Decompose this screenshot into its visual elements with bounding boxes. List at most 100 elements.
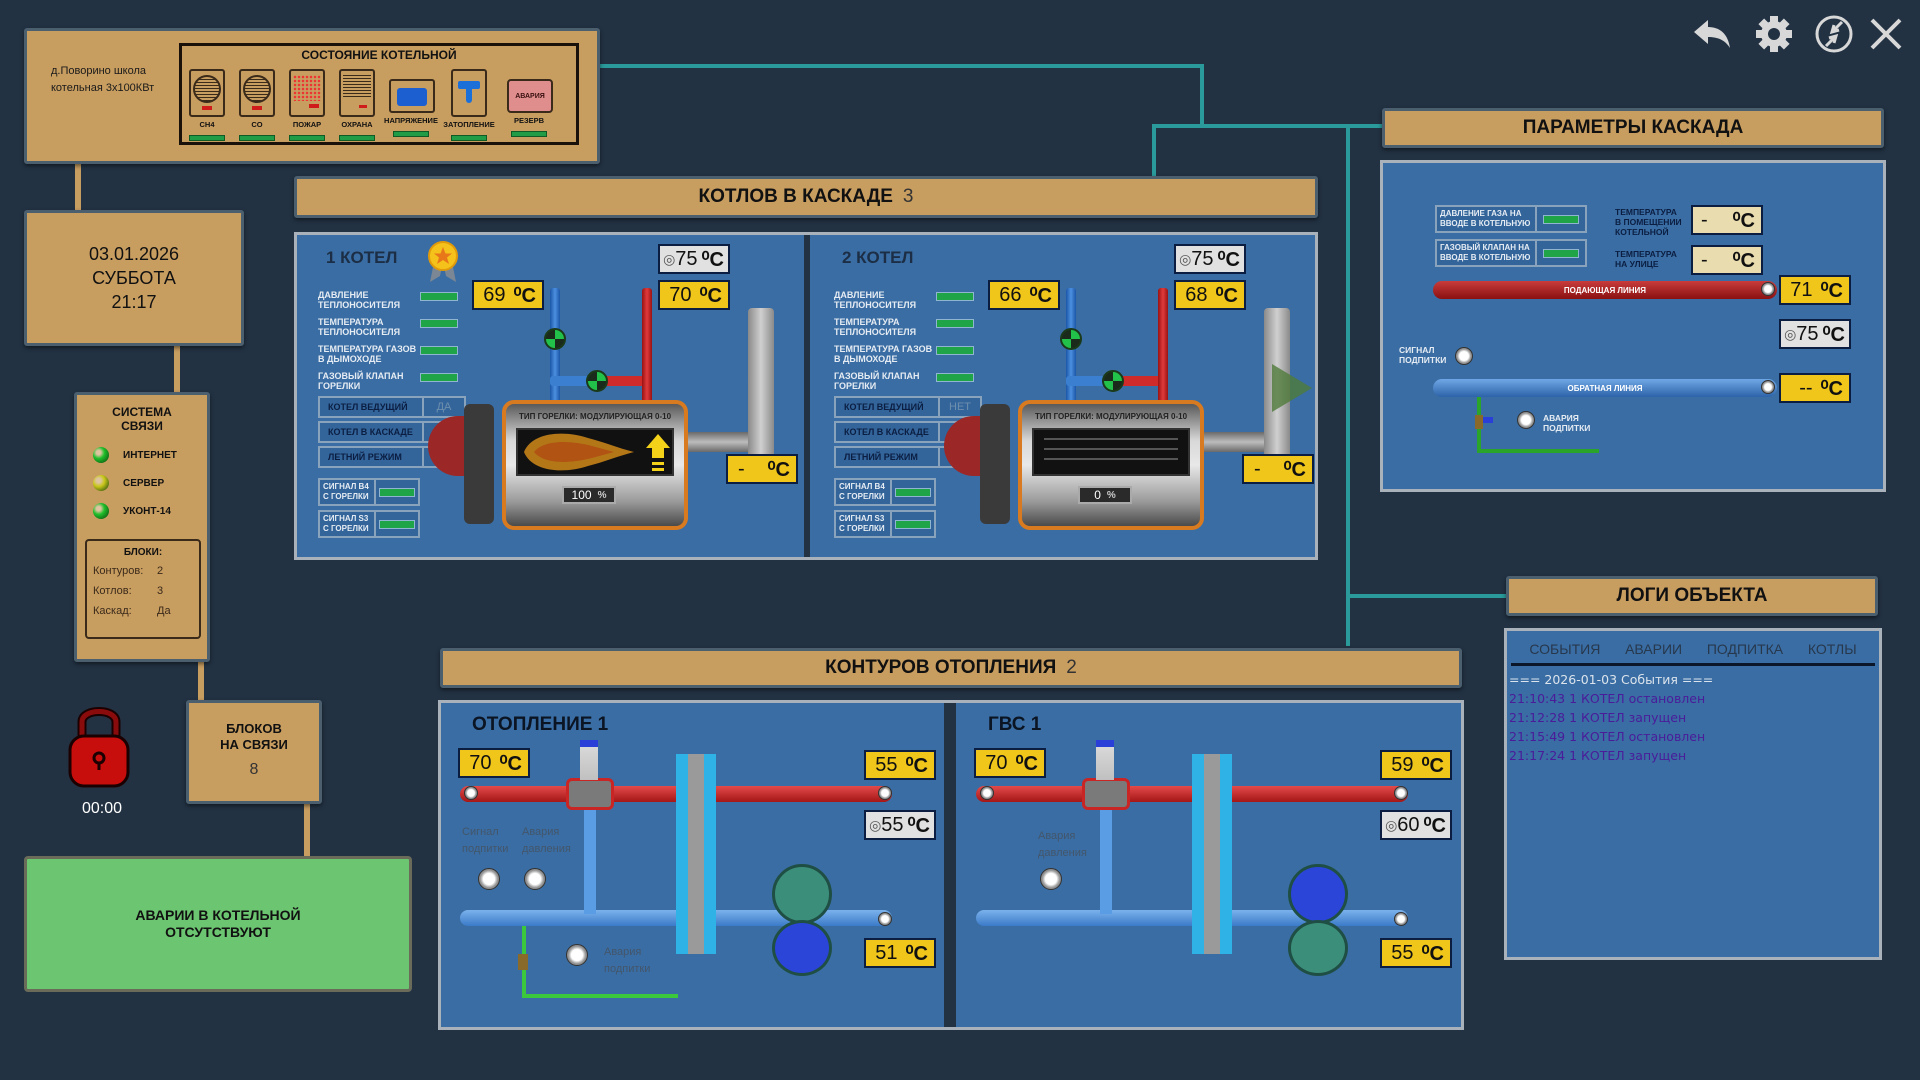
valve-stem-pipe [584,804,596,914]
room-temp-label1: ТЕМПЕРАТУРА [1615,207,1677,217]
alarm-button[interactable]: АВАРИЯ [507,79,553,113]
circuits-divider [944,703,956,1027]
gas-valve-status-bar [1543,248,1579,258]
back-button[interactable] [1690,12,1734,56]
burner-front [464,404,494,524]
blocks-online-value: 8 [249,761,259,778]
unit-label: ⁰C [905,754,928,777]
connector-line [1152,124,1384,128]
connection-button[interactable] [1812,12,1856,56]
bypass-pipe-blue [550,376,600,386]
unit-label: ⁰C [1820,377,1843,400]
mode-key: ЛЕТНИЙ РЕЖИМ [836,448,940,466]
pressure-alarm-gauge-icon [1040,868,1062,890]
status-item[interactable]: CO [235,69,279,141]
chimney-arrow-icon [1272,364,1312,412]
status-item[interactable]: CH4 [185,69,229,141]
status-ok-bar [393,131,429,137]
outdoor-temp-display: -⁰C [1691,245,1763,275]
burner-power-display: 100% [562,486,616,504]
unit-label: ⁰C [1015,752,1038,775]
target-icon: ◎ [1385,816,1398,833]
comm-title: СИСТЕМА СВЯЗИ [77,405,207,433]
connector-line [600,64,1204,68]
status-item[interactable]: ЗАТОПЛЕНИЕ [443,69,495,141]
inlet-temp-display: 70 ⁰C [974,748,1046,778]
unit-label: ⁰C [1423,814,1446,837]
status-item[interactable]: НАПРЯЖЕНИЕ [384,69,438,137]
return-line-pipe: ОБРАТНАЯ ЛИНИЯ [1433,379,1777,397]
unit-label: ⁰C [499,752,522,775]
lock-button[interactable] [64,698,134,790]
log-tab[interactable]: ПОДПИТКА [1706,641,1784,657]
status-ok-bar [451,135,487,141]
unit-label: ⁰C [1421,942,1444,965]
padlock-icon [68,707,130,788]
outdoor-temp-value: - [1701,248,1708,271]
sensor-status-bar [936,292,974,301]
bypass-pipe-red [1112,376,1162,386]
cascade-params-header: ПАРАМЕТРЫ КАСКАДА [1382,108,1884,148]
makeup-signal-label2: ПОДПИТКИ [1399,355,1447,365]
outdoor-temp-label2: НА УЛИЦЕ [1615,259,1659,269]
sensor-status-bar [420,346,458,355]
status-title: СОСТОЯНИЕ КОТЕЛЬНОЙ [301,48,457,62]
log-list[interactable]: === 2026-01-03 События ===21:10:43 1 КОТ… [1507,666,1879,769]
comm-item: СЕРВЕР [93,475,207,491]
status-item[interactable]: ОХРАНА [335,69,379,141]
control-valve-icon [1082,778,1130,810]
burner-signal-bar [895,519,931,529]
supply-line-label: ПОДАЮЩАЯ ЛИНИЯ [1563,285,1647,295]
lock-timer: 00:00 [81,800,123,817]
inlet-temp-display-value: 70 [985,751,1008,774]
supply-pipe [642,288,652,406]
cascade-setpoint-value: 75 [1796,322,1819,345]
log-tabs: СОБЫТИЯ АВАРИИ ПОДПИТКА КОТЛЫ [1511,631,1875,666]
blocks-key: Котлов: [93,585,132,597]
gear-icon [1756,16,1792,52]
cascade-header: КОТЛОВ В КАСКАДЕ 3 [294,176,1318,218]
pipe-sensor-icon [878,786,892,800]
connection-icon [1815,15,1853,53]
settings-button[interactable] [1752,12,1796,56]
circulation-pump-icon [544,328,566,350]
room-temp-label3: КОТЕЛЬНОЙ [1615,227,1669,237]
boiler-name: 1 КОТЕЛ [326,248,398,267]
status-item-label: НАПРЯЖЕНИЕ [384,116,438,125]
setpoint-value: 55 [881,813,904,836]
log-tab[interactable]: АВАРИИ [1625,641,1683,657]
status-item[interactable]: ПОЖАР [285,69,329,141]
return-line-label: ОБРАТНАЯ ЛИНИЯ [1567,383,1643,393]
valve-stem-pipe [1100,804,1112,914]
weekday-value: СУББОТА [92,268,176,288]
bypass-pump-icon [1102,370,1124,392]
supply-temp-value: 68 [1185,283,1208,306]
close-button[interactable] [1864,12,1908,56]
log-tab[interactable]: КОТЛЫ [1807,641,1857,657]
co-sensor-icon [239,69,275,117]
log-entry: 21:17:24 1 КОТЕЛ запущен [1509,748,1687,763]
log-tab[interactable]: СОБЫТИЯ [1529,641,1601,657]
status-led-icon [93,475,109,491]
status-led-icon [93,503,109,519]
